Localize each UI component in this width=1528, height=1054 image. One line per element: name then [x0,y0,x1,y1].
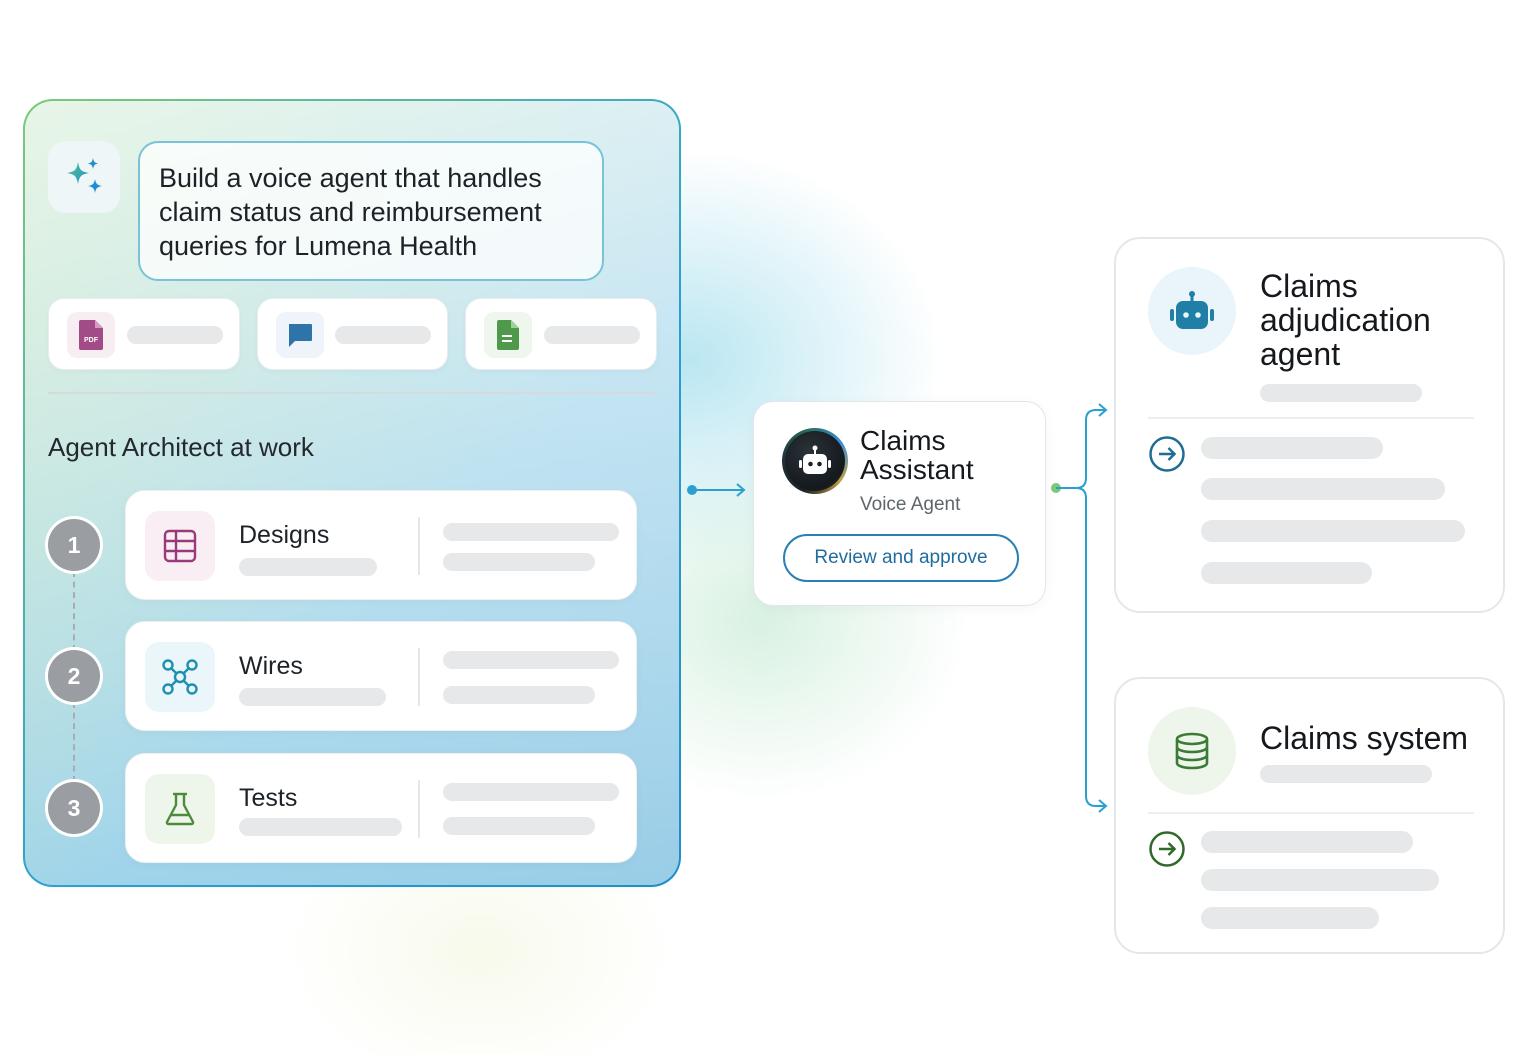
review-and-approve-button[interactable]: Review and approve [783,534,1019,582]
assistant-title-line-2: Assistant [860,454,974,485]
step-detail-placeholder [239,688,386,706]
sparkle-icon [67,158,102,193]
step-card-tests[interactable]: Tests [125,753,637,863]
document-icon [484,312,532,358]
prompt-line-1: Build a voice agent that handles [159,163,542,193]
claims-system-card[interactable]: Claims system [1114,677,1505,954]
database-icon [1148,707,1236,795]
attachment-pdf[interactable]: PDF [48,298,240,370]
arrow-right-circle-icon [1149,436,1185,472]
table-grid-icon [145,511,215,581]
panel-to-assistant-arrow [687,483,746,497]
step-number-3: 3 [48,782,100,834]
adjudication-title-line-1: Claims [1260,268,1358,304]
step-card-wires[interactable]: Wires [125,621,637,731]
card-detail-placeholder [1201,831,1413,853]
pdf-file-icon: PDF [67,312,115,358]
step-card-separator [418,648,420,706]
assistant-to-targets-branch [1051,403,1108,813]
step-detail-placeholder [443,651,619,669]
adjudication-title-line-2: adjudication [1260,302,1431,338]
card-separator [1148,417,1474,419]
step-card-separator [418,780,420,838]
assistant-subtitle: Voice Agent [860,494,961,515]
architect-title: Agent Architect at work [48,432,314,462]
claims-adjudication-agent-card[interactable]: Claims adjudication agent [1114,237,1505,613]
adjudication-title-line-3: agent [1260,336,1341,372]
step-card-separator [418,517,420,575]
step-label: Wires [239,652,303,680]
attachment-chat[interactable] [257,298,448,370]
attachment-document[interactable] [465,298,657,370]
step-detail-placeholder [239,558,377,576]
claims-system-title: Claims system [1260,720,1469,756]
step-detail-placeholder [443,817,595,835]
pdf-badge: PDF [84,337,99,344]
card-detail-placeholder [1260,765,1432,783]
attachment-name-placeholder [127,326,223,344]
avatar [782,428,848,494]
prompt-line-3: queries for Lumena Health [159,231,478,261]
panel-divider [48,392,658,394]
step-detail-placeholder [443,523,619,541]
card-separator [1148,812,1474,814]
step-number-2: 2 [48,650,100,702]
prompt-text-box[interactable]: Build a voice agent that handles claim s… [138,141,604,281]
step-detail-placeholder [239,818,402,836]
flask-icon [145,774,215,844]
step-card-designs[interactable]: Designs [125,490,637,600]
step-connector [73,571,75,651]
assistant-title: Claims Assistant [860,426,974,484]
chat-bubble-icon [276,312,324,358]
card-detail-placeholder [1201,869,1439,891]
step-label: Designs [239,521,330,549]
step-detail-placeholder [443,686,595,704]
card-detail-placeholder [1260,384,1422,402]
step-number-1: 1 [48,519,100,571]
network-nodes-icon [145,642,215,712]
robot-icon [799,445,831,474]
card-detail-placeholder [1201,478,1445,500]
arrow-right-circle-icon [1149,831,1185,867]
step-connector [73,702,75,782]
prompt-line-2: claim status and reimbursement [159,197,542,227]
card-detail-placeholder [1201,562,1372,584]
attachment-name-placeholder [335,326,431,344]
robot-icon [1148,267,1236,355]
card-detail-placeholder [1201,520,1465,542]
step-label: Tests [239,784,298,812]
claims-assistant-card[interactable]: Claims Assistant Voice Agent Review and … [753,401,1046,606]
sparkle-tile [48,141,120,213]
card-detail-placeholder [1201,437,1383,459]
attachment-name-placeholder [544,326,640,344]
step-detail-placeholder [443,553,595,571]
card-detail-placeholder [1201,907,1379,929]
step-detail-placeholder [443,783,619,801]
adjudication-title: Claims adjudication agent [1260,269,1431,371]
assistant-title-line-1: Claims [860,425,946,456]
